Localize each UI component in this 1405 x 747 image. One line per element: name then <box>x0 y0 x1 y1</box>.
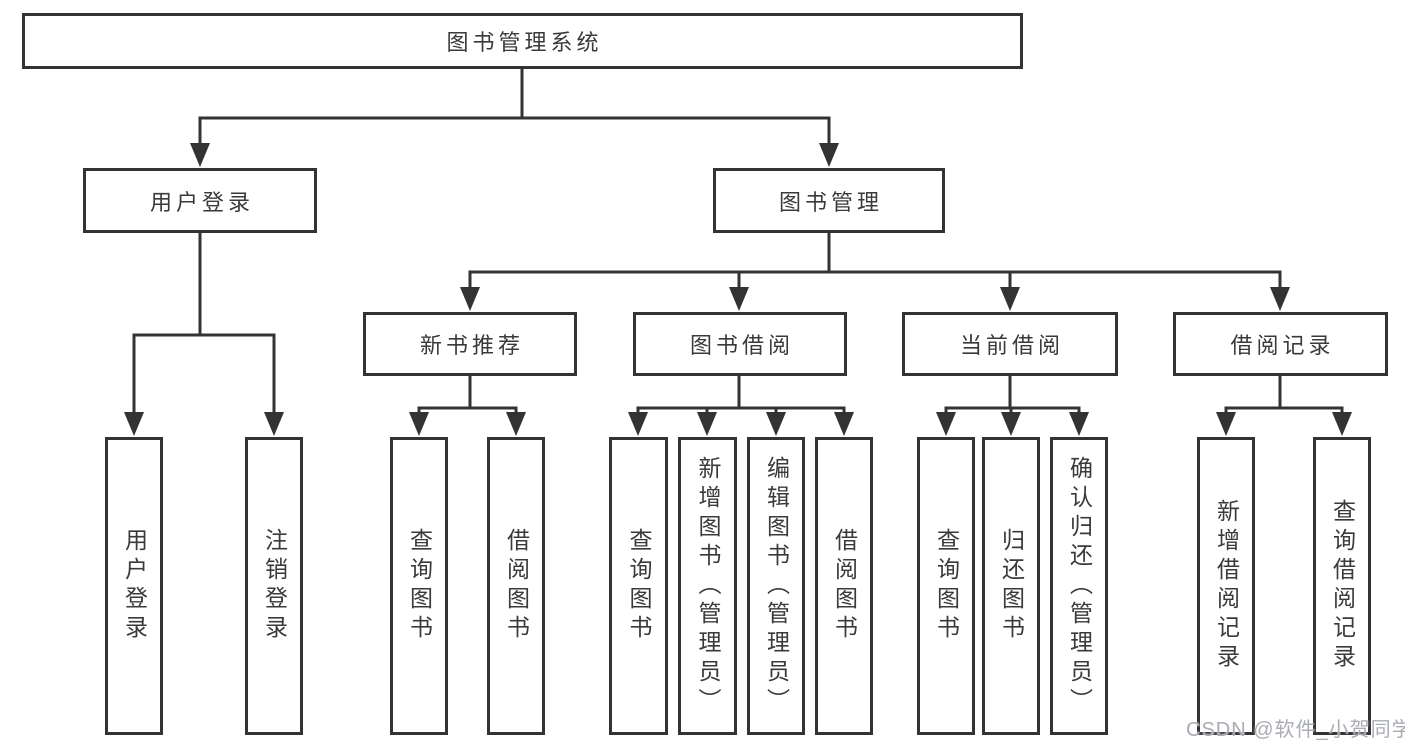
leaf-user-login-label: 用户登录 <box>121 528 148 644</box>
leaf-query-books-current: 查询图书 <box>917 437 975 735</box>
leaf-user-login: 用户登录 <box>105 437 163 735</box>
leaf-edit-books-admin: 编辑图书（管理员） <box>747 437 805 735</box>
leaf-return-books: 归还图书 <box>982 437 1040 735</box>
node-root: 图书管理系统 <box>22 13 1023 69</box>
leaf-query-books-borrow: 查询图书 <box>609 437 668 735</box>
leaf-logout-label: 注销登录 <box>261 528 288 644</box>
leaf-confirm-return-admin-label: 确认归还（管理员） <box>1066 455 1093 717</box>
leaf-query-books-recommend-label: 查询图书 <box>406 528 433 644</box>
node-book-borrow: 图书借阅 <box>633 312 847 376</box>
leaf-query-borrow-record: 查询借阅记录 <box>1313 437 1371 735</box>
node-book-management-label: 图书管理 <box>778 189 883 215</box>
leaf-borrow-books-recommend: 借阅图书 <box>487 437 545 735</box>
node-user-login: 用户登录 <box>83 168 317 233</box>
leaf-confirm-return-admin: 确认归还（管理员） <box>1050 437 1108 735</box>
leaf-query-borrow-record-label: 查询借阅记录 <box>1329 499 1356 673</box>
leaf-add-borrow-record: 新增借阅记录 <box>1197 437 1255 735</box>
leaf-add-books-admin-label: 新增图书（管理员） <box>695 455 721 717</box>
node-new-book-recommend-label: 新书推荐 <box>419 333 524 358</box>
leaf-return-books-label: 归还图书 <box>998 528 1025 644</box>
leaf-query-books-recommend: 查询图书 <box>390 437 448 735</box>
node-borrow-records-label: 借阅记录 <box>1230 333 1335 358</box>
node-new-book-recommend: 新书推荐 <box>363 312 577 376</box>
node-borrow-records: 借阅记录 <box>1173 312 1388 376</box>
node-book-borrow-label: 图书借阅 <box>689 333 794 358</box>
node-user-login-label: 用户登录 <box>149 189 254 215</box>
node-current-borrow-label: 当前借阅 <box>959 333 1064 358</box>
leaf-query-books-borrow-label: 查询图书 <box>626 528 652 644</box>
node-root-label: 图书管理系统 <box>446 30 603 55</box>
leaf-add-borrow-record-label: 新增借阅记录 <box>1213 499 1240 673</box>
node-book-management: 图书管理 <box>713 168 945 233</box>
leaf-borrow-books-label: 借阅图书 <box>831 528 858 644</box>
leaf-logout: 注销登录 <box>245 437 303 735</box>
leaf-query-books-current-label: 查询图书 <box>933 528 960 644</box>
csdn-watermark: CSDN @软件_小贺同学 <box>1186 719 1405 741</box>
leaf-add-books-admin: 新增图书（管理员） <box>678 437 737 735</box>
node-current-borrow: 当前借阅 <box>902 312 1118 376</box>
leaf-borrow-books-recommend-label: 借阅图书 <box>503 528 530 644</box>
leaf-edit-books-admin-label: 编辑图书（管理员） <box>763 455 790 717</box>
leaf-borrow-books: 借阅图书 <box>815 437 873 735</box>
